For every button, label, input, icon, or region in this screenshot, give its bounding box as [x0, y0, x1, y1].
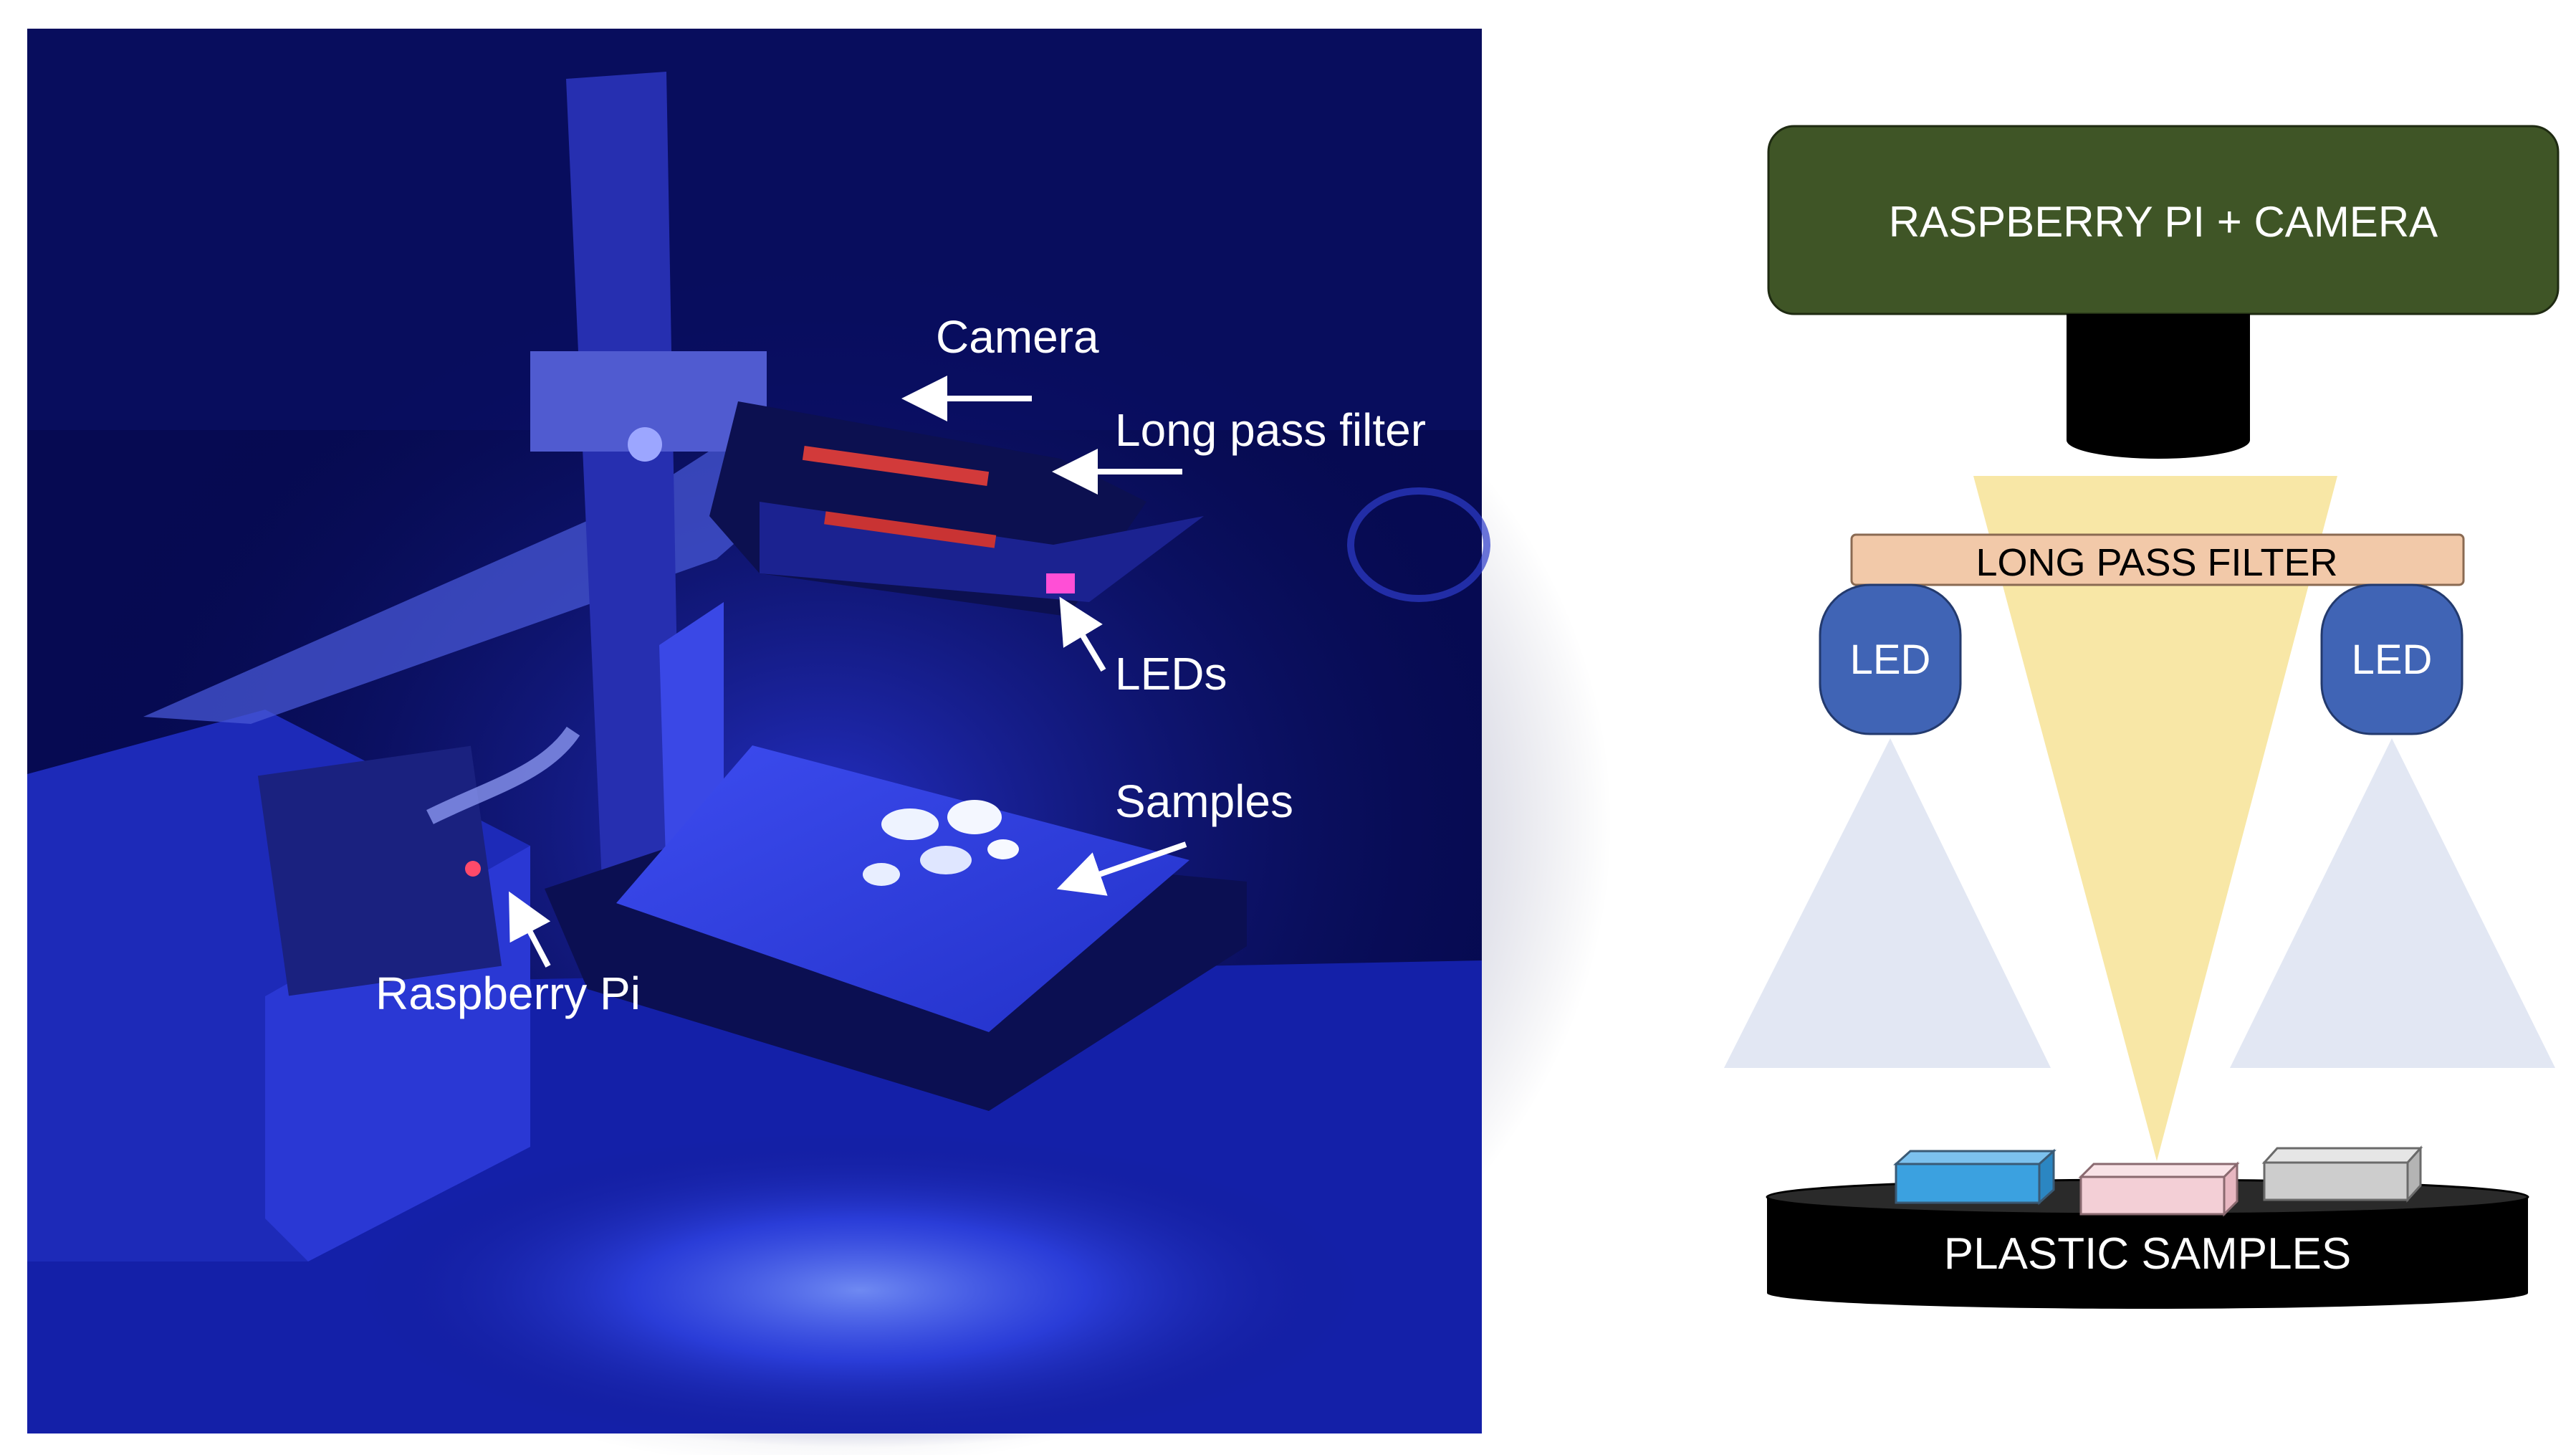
- stand-pillar: [566, 72, 681, 882]
- camera-view-cone: [1973, 476, 2337, 1161]
- led-light-cone-left: [1724, 738, 2051, 1068]
- led-right: [2320, 583, 2464, 735]
- raspberry-pi-arrow: [509, 891, 551, 968]
- filter-red-strip: [802, 446, 990, 486]
- camera-label: Camera: [936, 311, 1099, 363]
- usb-cables: [426, 726, 580, 824]
- sample-block-pink: [2078, 1161, 2240, 1217]
- sample-fragment: [920, 846, 972, 874]
- background-glassware: [1347, 487, 1490, 602]
- samples-arrow: [1056, 841, 1187, 896]
- leds-label: LEDs: [1115, 648, 1227, 700]
- led-left-label: LED: [1850, 636, 1931, 683]
- clamp-screw: [628, 427, 662, 462]
- led-light-cone-right: [2230, 738, 2555, 1068]
- pi-camera-box-label: RASPBERRY PI + CAMERA: [1889, 198, 2438, 246]
- led-left: [1819, 583, 1962, 735]
- pi-status-led: [465, 861, 481, 877]
- filter-bar: [1850, 533, 2465, 586]
- sample-fragment: [863, 863, 900, 886]
- sample-block-blue: [1893, 1148, 2057, 1206]
- sand-bed: [616, 745, 1189, 1032]
- setup-schematic: RASPBERRY PI + CAMERA LONG PASS FILTER L…: [1724, 125, 2560, 1309]
- setup-photo: Camera Long pass filter LEDs Samples Ras…: [27, 29, 1612, 1455]
- samples-platform-label: PLASTIC SAMPLES: [1944, 1229, 2352, 1279]
- sample-fragment: [987, 839, 1019, 859]
- leds-arrow: [1059, 596, 1106, 672]
- filter-red-strip-2: [824, 511, 997, 548]
- camera-lens-bottom: [2067, 421, 2250, 459]
- sample-fragment: [947, 800, 1002, 834]
- sample-block-grey: [2261, 1145, 2423, 1203]
- sample-fragment: [881, 808, 939, 840]
- samples-platform-bottom: [1767, 1277, 2528, 1309]
- led-pad: [1046, 573, 1075, 593]
- table-glow: [358, 1132, 1361, 1448]
- filter-bar-label: LONG PASS FILTER: [1976, 541, 2337, 584]
- samples-label: Samples: [1115, 776, 1293, 827]
- plastic-samples-photo: [863, 800, 1019, 886]
- raspberry-pi-label: Raspberry Pi: [375, 968, 641, 1019]
- camera-lens: [2067, 314, 2250, 440]
- long-pass-filter-label: Long pass filter: [1115, 404, 1426, 456]
- led-right-label: LED: [2352, 636, 2433, 683]
- pi-board: [257, 745, 502, 996]
